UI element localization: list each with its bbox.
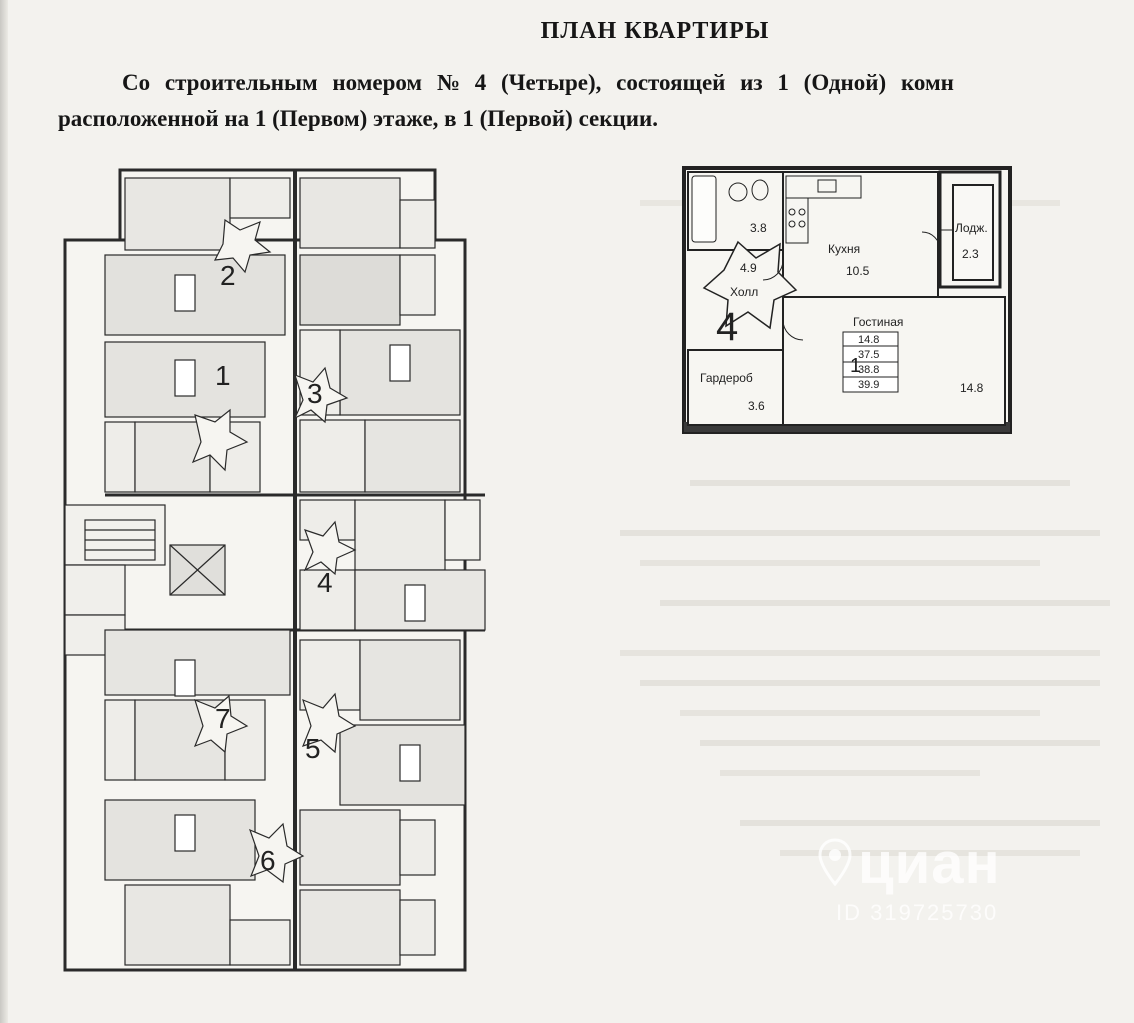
hall-area: 4.9	[740, 261, 757, 275]
apartment-number: 4	[716, 305, 738, 349]
location-pin-icon	[818, 838, 852, 886]
living-area: 14.8	[960, 381, 984, 395]
summary-value: 37.5	[858, 349, 879, 361]
summary-value: 38.8	[858, 364, 879, 376]
floor-plan-apartment-number: 6	[260, 845, 276, 876]
floor-plan-apartment-number: 2	[220, 260, 236, 291]
loggia-area: 2.3	[962, 247, 979, 261]
wardrobe-name: Гардероб	[700, 371, 753, 385]
document-title: ПЛАН КВАРТИРЫ	[540, 18, 770, 44]
document-description-line-2: расположенной на 1 (Первом) этаже, в 1 (…	[58, 106, 659, 131]
page-edge	[0, 0, 8, 1023]
wardrobe-area: 3.6	[748, 399, 765, 413]
floor-plan: 2 1 3 4 7 5 6	[63, 168, 486, 972]
kitchen-name: Кухня	[828, 242, 860, 256]
cian-watermark: циан ID 319725730	[800, 830, 1040, 930]
floor-plan-apartment-number: 3	[307, 378, 323, 409]
apartment-plan: 3.8 Кухня 10.5 Лодж. 2.3 4.9 Холл Гостин…	[682, 166, 1012, 434]
floor-plan-apartment-number: 7	[215, 703, 231, 734]
hall-name: Холл	[730, 285, 758, 299]
summary-value: 14.8	[858, 334, 879, 346]
summary-value: 39.9	[858, 379, 879, 391]
bath-area: 3.8	[750, 221, 767, 235]
living-name: Гостиная	[853, 315, 903, 329]
document-description-line-1: Со строительным номером № 4 (Четыре), со…	[122, 70, 954, 95]
watermark-id: ID 319725730	[836, 900, 999, 925]
loggia-name: Лодж.	[955, 221, 988, 235]
floor-plan-apartment-number: 5	[305, 733, 321, 764]
floor-plan-apartment-number: 1	[215, 360, 231, 391]
watermark-brand: циан	[858, 831, 1001, 896]
summary-room-count: 1	[850, 355, 861, 377]
floor-plan-apartment-number: 4	[317, 567, 333, 598]
kitchen-area: 10.5	[846, 264, 870, 278]
